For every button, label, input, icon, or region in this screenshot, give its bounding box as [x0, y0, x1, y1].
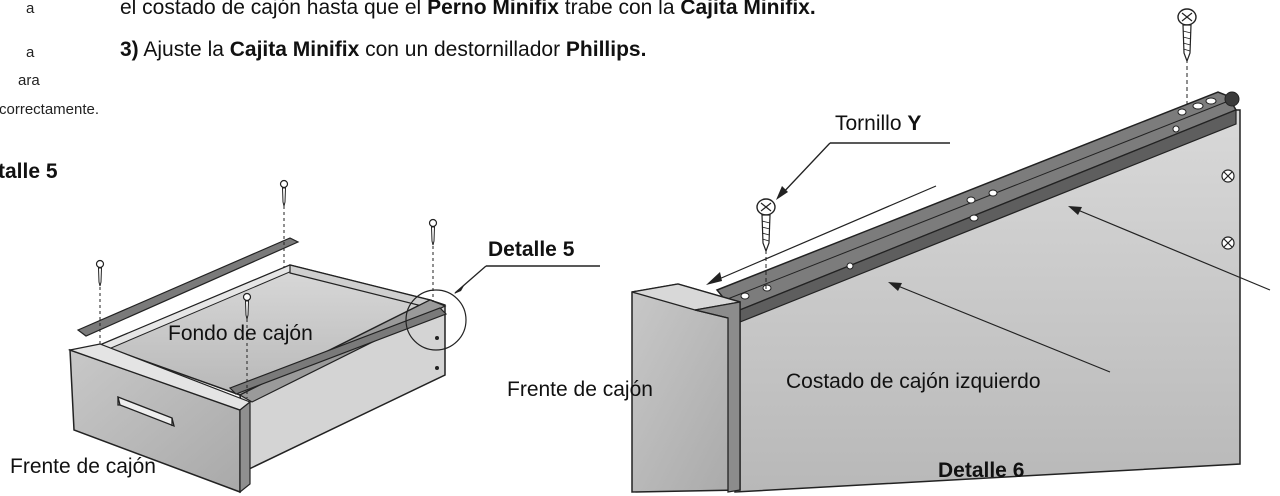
- instruction-line-2: el costado de cajón hasta que el Perno M…: [120, 0, 816, 20]
- instruction-bold: Cajita Minifix.: [680, 0, 816, 19]
- instruction-text: trabe con la: [558, 0, 681, 19]
- instruction-line-3: 3) Ajuste la Cajita Minifix con un desto…: [120, 38, 646, 62]
- right-side-panel-figure: [631, 8, 1271, 493]
- costado-label: Costado de cajón izquierdo: [786, 370, 1041, 393]
- instruction-bold: Perno Minifix: [427, 0, 559, 19]
- left-drawer-figure: [67, 179, 600, 494]
- step-number: 3): [120, 38, 139, 61]
- right-frente-label: Frente de cajón: [507, 378, 653, 401]
- instruction-text: con un destornillador: [359, 38, 566, 61]
- tornillo-letter: Y: [907, 112, 922, 135]
- side-note-line-1b: a: [26, 44, 35, 61]
- left-heading: talle 5: [0, 160, 58, 183]
- instruction-bold: Cajita Minifix: [229, 38, 360, 61]
- tornillo-label: Tornillo Y: [835, 112, 921, 136]
- tornillo-text: Tornillo: [835, 112, 908, 135]
- drawer-side-panel: [734, 109, 1241, 493]
- side-note-line-2: ara: [18, 72, 40, 89]
- detalle-6-label: Detalle 6: [938, 459, 1025, 482]
- instruction-bold: Phillips.: [565, 38, 647, 61]
- instruction-text: Ajuste la: [138, 38, 230, 61]
- instruction-text: el costado de cajón hasta que el: [120, 0, 428, 19]
- left-rail: [76, 237, 300, 337]
- right-rail: [228, 307, 448, 395]
- detalle-5-label: Detalle 5: [488, 238, 575, 261]
- detail-5-circle: [405, 289, 467, 351]
- side-note-line-3: correctamente.: [0, 101, 100, 118]
- side-note-line-1: a: [26, 0, 35, 17]
- drawer-handle: [117, 395, 175, 428]
- left-frente-label: Frente de cajón: [10, 455, 156, 478]
- fondo-label: Fondo de cajón: [168, 322, 313, 345]
